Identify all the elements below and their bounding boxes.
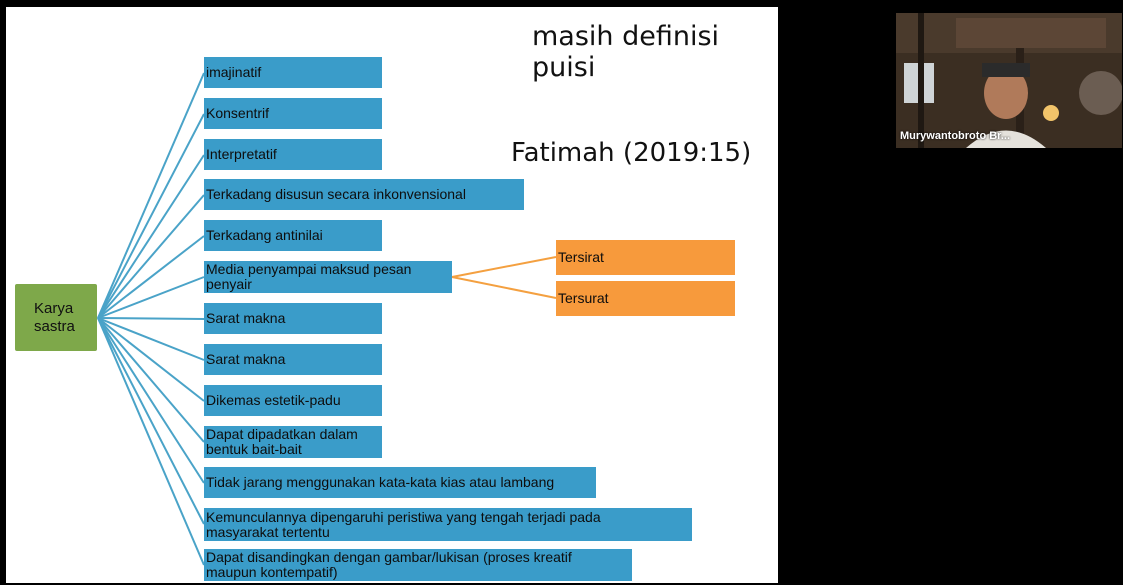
branch-label: imajinatif xyxy=(206,64,262,80)
branch-node-antinilai: Terkadang antinilai xyxy=(204,220,382,251)
branch-node-sarat-makna-2: Sarat makna xyxy=(204,344,382,375)
branch-connector-line xyxy=(97,317,205,525)
branch-connector-line xyxy=(97,317,205,443)
branch-connector-line xyxy=(97,113,205,319)
branch-label: Sarat makna xyxy=(206,351,286,367)
branch-node-bait: Dapat dipadatkan dalam bentuk bait-bait xyxy=(204,426,382,458)
sub-branch-label: Tersirat xyxy=(558,249,604,265)
branch-connector-line xyxy=(97,235,205,319)
branch-node-kias: Tidak jarang menggunakan kata-kata kias … xyxy=(204,467,596,498)
branch-label: Dapat disandingkan dengan gambar/lukisan… xyxy=(206,549,572,580)
sub-connector-line xyxy=(451,276,557,299)
branch-node-gambar: Dapat disandingkan dengan gambar/lukisan… xyxy=(204,549,632,581)
branch-connector-line xyxy=(97,317,205,484)
branch-node-sarat-makna-1: Sarat makna xyxy=(204,303,382,334)
sub-node-tersurat: Tersurat xyxy=(556,281,735,316)
sub-branch-label: Tersurat xyxy=(558,290,609,306)
sub-connector-line xyxy=(451,256,557,278)
branch-label: Dapat dipadatkan dalam bentuk bait-bait xyxy=(206,426,358,457)
branch-label: Terkadang disusun secara inkonvensional xyxy=(206,186,466,202)
root-node: Karya sastra xyxy=(15,284,97,351)
branch-node-estetik: Dikemas estetik-padu xyxy=(204,385,382,416)
branch-label: Sarat makna xyxy=(206,310,286,326)
sub-node-tersirat: Tersirat xyxy=(556,240,735,275)
branch-label: Konsentrif xyxy=(206,105,270,121)
root-node-label: Karya sastra xyxy=(34,299,75,335)
connector-lines xyxy=(97,72,557,566)
shared-slide: masih definisi puisi Fatimah (2019:15) K… xyxy=(6,7,778,583)
branch-label: Terkadang antinilai xyxy=(206,227,323,243)
branch-connector-line xyxy=(97,317,205,361)
branch-connector-line xyxy=(97,194,205,319)
branch-label: Tidak jarang menggunakan kata-kata kias … xyxy=(206,474,555,490)
branch-node-konsentrif: Konsentrif xyxy=(204,98,382,129)
branch-label: Media penyampai maksud pesan penyair xyxy=(206,261,412,292)
branch-connector-line xyxy=(97,317,205,566)
branch-label: Interpretatif xyxy=(206,146,277,162)
branch-connector-line xyxy=(97,154,205,319)
participant-video-feed xyxy=(896,13,1122,148)
branch-node-inkonvensional: Terkadang disusun secara inkonvensional xyxy=(204,179,524,210)
branch-node-peristiwa: Kemunculannya dipengaruhi peristiwa yang… xyxy=(204,508,692,541)
branch-connector-line xyxy=(97,72,205,319)
slide-title: masih definisi puisi xyxy=(532,21,720,83)
branch-node-interpretatif: Interpretatif xyxy=(204,139,382,170)
branch-connector-line xyxy=(97,317,205,402)
branch-label: Dikemas estetik-padu xyxy=(206,392,341,408)
branch-connector-line xyxy=(97,276,205,319)
slide-source: Fatimah (2019:15) xyxy=(511,138,752,168)
branch-label: Kemunculannya dipengaruhi peristiwa yang… xyxy=(206,508,601,540)
branch-node-imajinatif: imajinatif xyxy=(204,57,382,88)
branch-connector-line xyxy=(97,317,205,320)
participant-video-tile[interactable]: Murywantobroto Br... xyxy=(896,13,1122,148)
branch-node-media: Media penyampai maksud pesan penyair xyxy=(204,261,452,293)
participant-name: Murywantobroto Br... xyxy=(900,130,1010,142)
